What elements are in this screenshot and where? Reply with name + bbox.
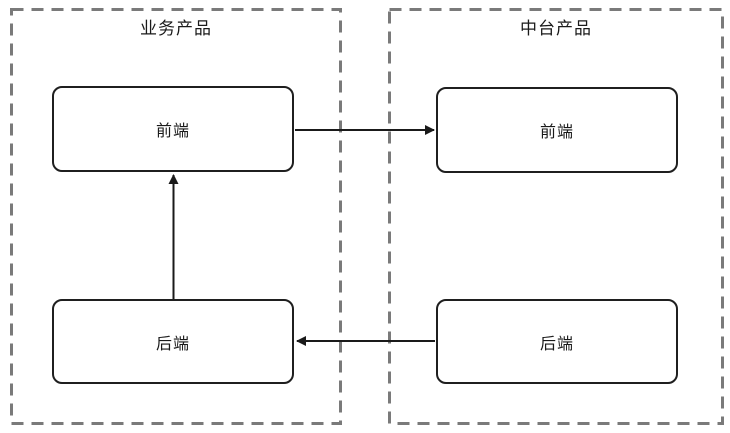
node-label: 后端 xyxy=(155,335,190,353)
group-title-business: 业务产品 xyxy=(140,19,212,38)
group-title-platform: 中台产品 xyxy=(520,19,592,38)
node-business-backend: 后端 xyxy=(52,299,294,384)
node-business-frontend: 前端 xyxy=(52,86,294,172)
node-label: 后端 xyxy=(539,335,574,353)
node-label: 前端 xyxy=(155,123,190,140)
node-platform-backend: 后端 xyxy=(436,299,678,384)
group-business-border xyxy=(10,8,342,425)
group-platform-border xyxy=(388,8,724,425)
node-platform-frontend: 前端 xyxy=(436,87,678,173)
node-label: 前端 xyxy=(539,124,574,141)
